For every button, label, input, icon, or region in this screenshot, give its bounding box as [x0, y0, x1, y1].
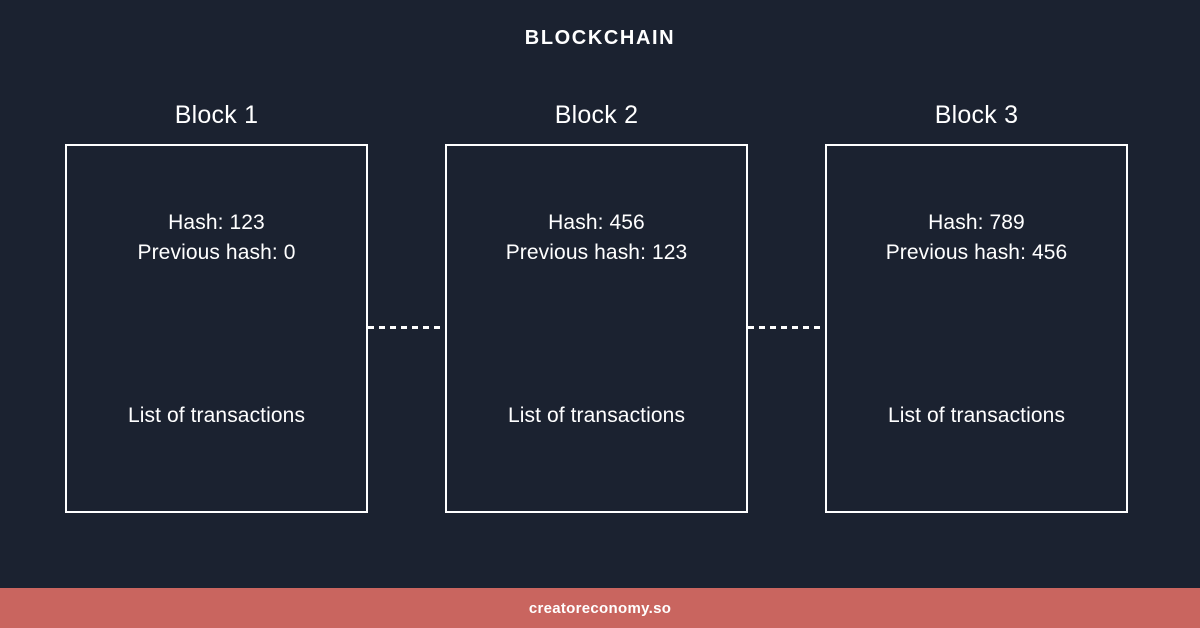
block-previous-hash-3: Previous hash: 456: [885, 241, 1068, 264]
connector-block-1-to-block-2: [368, 326, 447, 329]
block-column-3: Block 3 Hash: 789 Previous hash: 456 Lis…: [825, 100, 1128, 513]
page-title: BLOCKCHAIN: [524, 27, 676, 49]
block-hash-group-2: Hash: 456 Previous hash: 123: [447, 208, 746, 268]
footer-website-label: creatoreconomy.so: [528, 599, 672, 617]
block-box-2[interactable]: Hash: 456 Previous hash: 123 List of tra…: [445, 144, 748, 513]
block-previous-hash-2: Previous hash: 123: [505, 241, 688, 264]
block-column-2: Block 2 Hash: 456 Previous hash: 123 Lis…: [445, 100, 748, 513]
block-box-3[interactable]: Hash: 789 Previous hash: 456 List of tra…: [825, 144, 1128, 513]
block-previous-hash-1: Previous hash: 0: [137, 241, 296, 264]
block-column-1: Block 1 Hash: 123 Previous hash: 0 List …: [65, 100, 368, 513]
block-label-3: Block 3: [934, 101, 1019, 129]
block-label-1: Block 1: [174, 101, 259, 129]
block-hash-2: Hash: 456: [548, 211, 645, 234]
block-transactions-3: List of transactions: [887, 404, 1066, 427]
footer-bar: creatoreconomy.so: [0, 588, 1200, 628]
block-transactions-2: List of transactions: [507, 404, 686, 427]
block-hash-3: Hash: 789: [928, 211, 1025, 234]
block-hash-group-3: Hash: 789 Previous hash: 456: [827, 208, 1126, 268]
connector-block-2-to-block-3: [748, 326, 827, 329]
block-box-1[interactable]: Hash: 123 Previous hash: 0 List of trans…: [65, 144, 368, 513]
block-transactions-1: List of transactions: [127, 404, 306, 427]
block-hash-1: Hash: 123: [168, 211, 265, 234]
block-hash-group-1: Hash: 123 Previous hash: 0: [67, 208, 366, 268]
block-label-2: Block 2: [554, 101, 639, 129]
